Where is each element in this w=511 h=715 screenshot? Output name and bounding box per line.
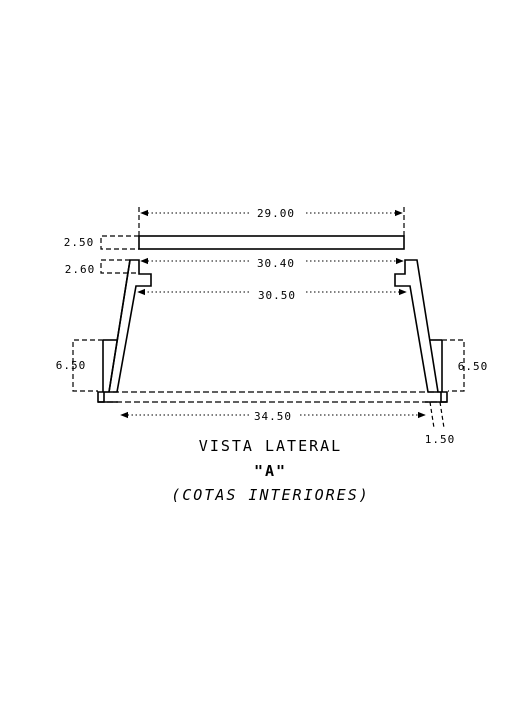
caption-view-letter: "A" (253, 462, 288, 480)
dim-rim-width-label: 30.40 (257, 257, 295, 270)
dim-right-wall-bracket (442, 339, 465, 392)
dim-cover-bracket (100, 235, 139, 250)
dim-inner-width-label: 30.50 (258, 289, 296, 302)
dim-cover-thickness-label: 2.50 (64, 236, 95, 249)
dim-offset-leader-1 (429, 401, 435, 429)
caption-view-note: (COTAS INTERIORES) (171, 486, 370, 504)
dim-rim-bracket (100, 259, 139, 274)
dim-bottom-width-label: 34.50 (254, 410, 292, 423)
dim-base-offset-label: 1.50 (425, 433, 456, 446)
left-wall-inner-line (108, 259, 131, 393)
dim-top-width-label: 29.00 (257, 207, 295, 220)
right-wall (394, 259, 448, 403)
dim-rim-height-label: 2.60 (65, 263, 96, 276)
left-wall (97, 259, 152, 403)
caption-view-title: VISTA LATERAL (198, 437, 343, 455)
dim-right-wall-height-label: 6.50 (458, 360, 489, 373)
dim-left-wall-height-label: 6.50 (56, 359, 87, 372)
cover-slab (138, 235, 405, 250)
dim-offset-leader-2 (439, 401, 445, 429)
